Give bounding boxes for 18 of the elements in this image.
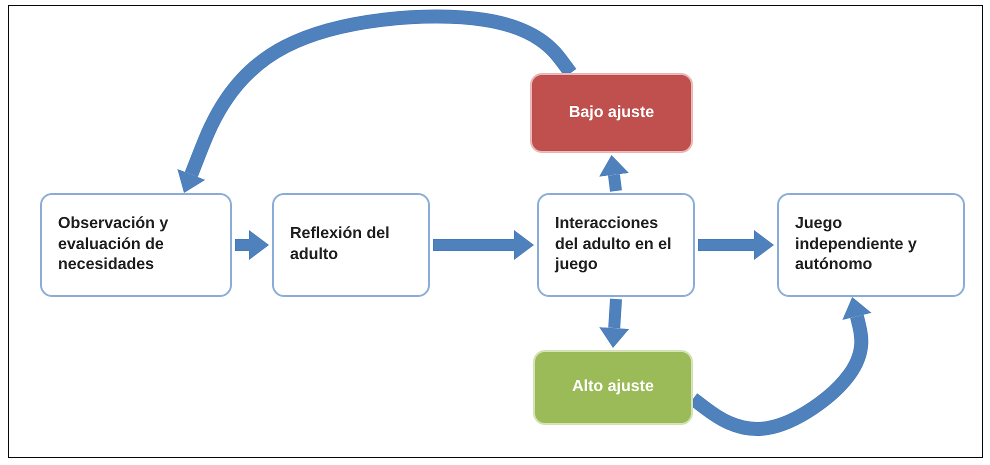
box-label: Alto ajuste [572,377,654,398]
arrow [599,298,630,348]
arrow [698,230,774,260]
arrow [235,230,269,260]
box-label: Bajo ajuste [568,102,654,123]
box-label: Reflexión del adulto [290,224,391,265]
arrow [599,155,629,192]
process-box [272,193,430,297]
process-box [537,193,695,297]
box-label: Observación y evaluación de necesidades [58,214,170,276]
box-label: Interacciones del adulto en el juego [555,214,672,276]
process-box [777,193,965,297]
box-label: Juego independiente y autónomo [795,214,918,276]
process-box [40,193,232,297]
process-box [530,73,693,153]
process-box [533,350,693,425]
arrow [433,230,534,260]
arrow [177,10,576,193]
